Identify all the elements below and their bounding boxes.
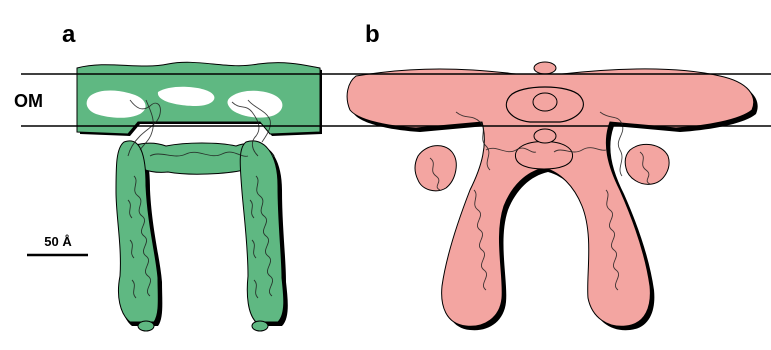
- membrane-label: OM: [14, 91, 43, 111]
- panel-b-right-lobe: [625, 144, 669, 184]
- panel-b-central-density: [533, 93, 557, 111]
- panel-b-top-density: [534, 62, 556, 74]
- panel-a-left-foot: [138, 321, 154, 331]
- panel-b-central-stalk: [515, 142, 572, 170]
- panel-b-density-map: [347, 62, 758, 330]
- scale-bar-label: 50 Å: [44, 234, 72, 249]
- panel-b-lower-density: [534, 129, 556, 143]
- panel-a-label: a: [62, 21, 76, 48]
- panel-a-right-foot: [252, 321, 268, 331]
- scale-bar: 50 Å: [27, 234, 88, 255]
- panel-b-left-lobe: [415, 146, 456, 191]
- panel-b-label: b: [365, 21, 380, 48]
- panel-a-density-map: [77, 62, 322, 331]
